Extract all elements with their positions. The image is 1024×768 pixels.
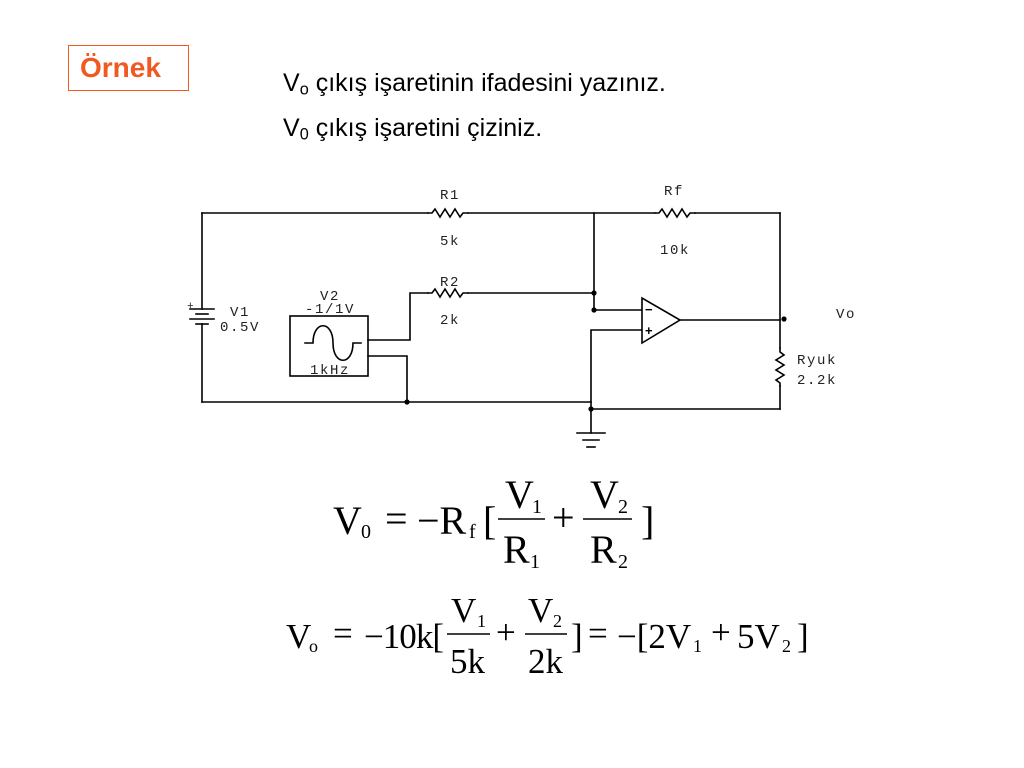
junction-dot	[588, 406, 594, 412]
wire-noninverting-input	[590, 329, 643, 434]
junction-dot	[591, 307, 597, 313]
eq2-term2-numerator-subscript: 2	[553, 611, 562, 631]
equation-2: V o = −10k[ V 1 5k + V 2 2k ] = −[2V 1 +…	[286, 591, 809, 681]
eq1-coefficient-subscript: f	[469, 521, 476, 543]
wire-v2-signal	[367, 292, 429, 341]
resistor-r1-icon	[427, 207, 469, 219]
rf-name-label: Rf	[664, 184, 684, 200]
eq2-close-bracket: ]	[571, 617, 583, 656]
eq2-result-close: ]	[797, 617, 809, 656]
task-1-symbol: V	[283, 69, 300, 97]
task-line-1: Vo çıkış işaretinin ifadesini yazınız.	[283, 69, 666, 98]
eq1-open-bracket: [	[483, 498, 496, 543]
example-tag-box: Örnek	[68, 45, 189, 91]
eq2-result-subscript-1: 1	[693, 636, 702, 656]
v2-name-label: V2	[320, 289, 340, 305]
rf-value-label: 10k	[660, 243, 690, 259]
eq2-result-subscript-2: 2	[782, 636, 791, 656]
eq2-term1-denominator: 5k	[450, 642, 486, 681]
task-2-symbol: V	[283, 114, 300, 142]
v2-source-box	[289, 315, 369, 377]
junction-dot	[781, 316, 787, 322]
output-label: Vo	[836, 307, 856, 323]
eq1-term2-numerator: V	[590, 472, 619, 517]
v1-polarity-label: +	[187, 301, 194, 313]
resistor-rf-icon	[654, 207, 696, 219]
eq1-term1-denominator: R	[503, 527, 530, 572]
r2-name-label: R2	[440, 275, 460, 291]
ryuk-name-label: Ryuk	[797, 353, 837, 369]
eq2-result-open: −[2V	[617, 617, 691, 656]
junction-dot	[404, 399, 410, 405]
eq2-equals-2: =	[588, 614, 608, 653]
opamp-inverting-sign: −	[645, 302, 653, 317]
v1-value-label: 0.5V	[220, 320, 260, 336]
eq2-equals: =	[333, 614, 353, 653]
equation-1: V 0 = −R f [ V 1 R 1 + V 2 R 2 ]	[333, 472, 654, 573]
wire-v2-return	[367, 355, 408, 403]
task-2-subscript: 0	[299, 125, 309, 144]
task-1-text: çıkış işaretinin ifadesini yazınız.	[315, 69, 666, 97]
opamp-noninverting-sign: +	[645, 323, 653, 338]
v1-name-label: V1	[230, 305, 250, 321]
task-line-2: V0 çıkış işaretini çiziniz.	[283, 114, 542, 143]
r1-name-label: R1	[440, 188, 460, 204]
example-tag-label: Örnek	[80, 52, 161, 83]
eq2-coefficient: −10k[	[364, 617, 444, 656]
junction-dot	[591, 290, 597, 296]
eq1-close-bracket: ]	[641, 498, 654, 543]
eq1-coefficient: −R	[417, 498, 467, 543]
eq2-plus: +	[496, 613, 516, 652]
task-2-text: çıkış işaretini çiziniz.	[315, 114, 543, 142]
eq2-result-plus: +	[711, 613, 731, 652]
circuit-diagram: − + R1 5k Rf 10k R2 2k Ryuk 2.2k + V1 0.…	[187, 184, 856, 448]
eq1-term2-numerator-subscript: 2	[618, 496, 628, 518]
task-1-subscript: o	[299, 80, 309, 99]
v2-frequency-label: 1kHz	[310, 363, 350, 379]
ryuk-value-label: 2.2k	[797, 373, 837, 389]
eq1-plus: +	[552, 495, 575, 540]
resistor-r2-icon	[427, 287, 469, 299]
eq2-lhs-subscript: o	[309, 636, 318, 656]
eq1-term1-numerator-subscript: 1	[532, 496, 542, 518]
r1-value-label: 5k	[440, 234, 460, 250]
ground-icon	[576, 432, 606, 448]
eq1-term2-denominator: R	[590, 527, 617, 572]
eq2-result-term2: 5V	[737, 617, 780, 656]
opamp-icon	[641, 296, 682, 345]
wire-inverting-input	[593, 212, 643, 311]
r2-value-label: 2k	[440, 313, 460, 329]
eq1-term2-denominator-subscript: 2	[618, 551, 628, 573]
eq1-lhs: V	[333, 498, 362, 543]
resistor-ryuk-icon	[774, 347, 786, 387]
eq1-term1-numerator: V	[505, 472, 534, 517]
eq2-term1-numerator-subscript: 1	[477, 611, 486, 631]
eq1-term1-denominator-subscript: 1	[530, 551, 540, 573]
eq2-term1-numerator: V	[451, 591, 476, 630]
v2-amplitude-label: -1/1V	[305, 302, 355, 318]
eq2-term2-denominator: 2k	[528, 642, 564, 681]
sine-wave-icon	[304, 325, 362, 361]
eq2-lhs: V	[286, 617, 311, 656]
eq1-lhs-subscript: 0	[361, 521, 371, 543]
eq1-equals: =	[385, 496, 408, 541]
eq2-term2-numerator: V	[528, 591, 553, 630]
